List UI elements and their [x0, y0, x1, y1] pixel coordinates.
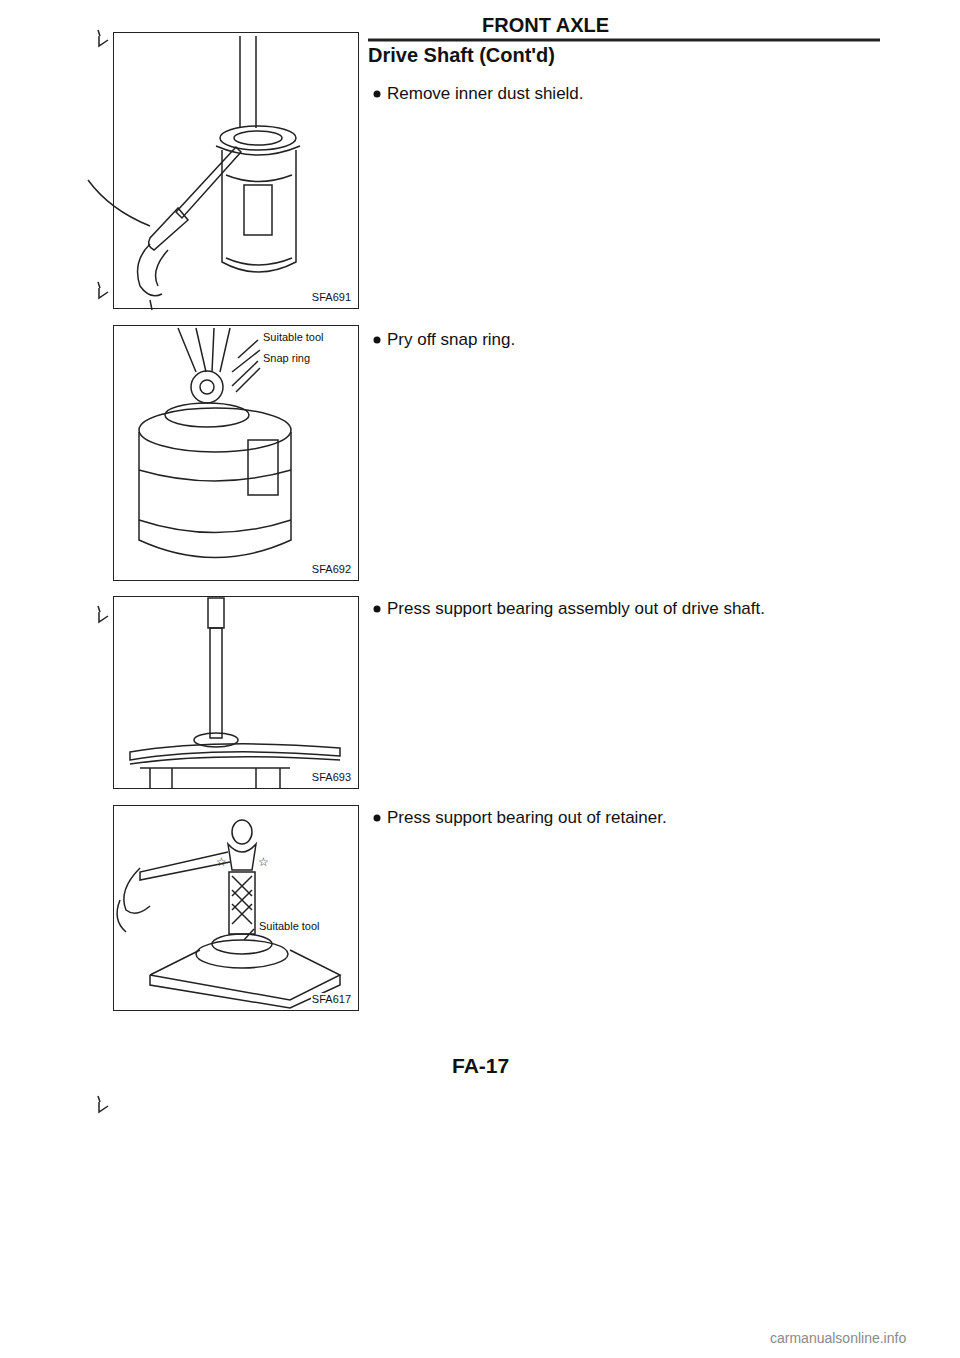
sub-heading: Drive Shaft (Cont'd): [368, 44, 555, 67]
corner-mark: [98, 30, 108, 46]
instruction-text: Press support bearing out of retainer.: [387, 808, 667, 828]
part-name: Suitable tool: [262, 331, 325, 344]
page-number: FA-17: [452, 1054, 509, 1078]
figure-code: SFA692: [311, 563, 352, 576]
instruction-text: Pry off snap ring.: [387, 330, 515, 350]
bullet: [374, 606, 381, 613]
figure-code: SFA691: [311, 291, 352, 304]
svg-text:☆: ☆: [216, 855, 227, 869]
section-title: FRONT AXLE: [482, 14, 609, 37]
figure-frame: Suitable toolSnap ringSFA692: [113, 325, 359, 581]
figure-frame: Suitable toolSFA617: [113, 805, 359, 1011]
instruction-text: Remove inner dust shield.: [387, 84, 584, 104]
figure-code: SFA693: [311, 771, 352, 784]
part-name: Suitable tool: [258, 920, 321, 933]
bullet: [374, 815, 381, 822]
corner-mark: [98, 1096, 108, 1112]
dust-shield-figure: [88, 36, 300, 310]
leader-line: [244, 929, 254, 940]
instruction-text: Press support bearing assembly out of dr…: [387, 599, 765, 619]
watermark: carmanualsonline.info: [770, 1330, 906, 1346]
header-rule: [368, 39, 880, 42]
press-figure: [130, 598, 340, 788]
corner-mark: [98, 606, 108, 622]
corner-mark: [98, 282, 108, 298]
figure-code: SFA617: [311, 993, 352, 1006]
figure-frame: SFA693: [113, 596, 359, 789]
bullet: [374, 91, 381, 98]
part-name: Snap ring: [262, 352, 311, 365]
svg-text:☆: ☆: [258, 855, 269, 869]
hammer-figure: ☆ ☆: [117, 820, 340, 1008]
figure-frame: SFA691: [113, 32, 359, 309]
bullet: [374, 337, 381, 344]
leader-line: [232, 361, 258, 386]
leader-line: [238, 340, 258, 358]
